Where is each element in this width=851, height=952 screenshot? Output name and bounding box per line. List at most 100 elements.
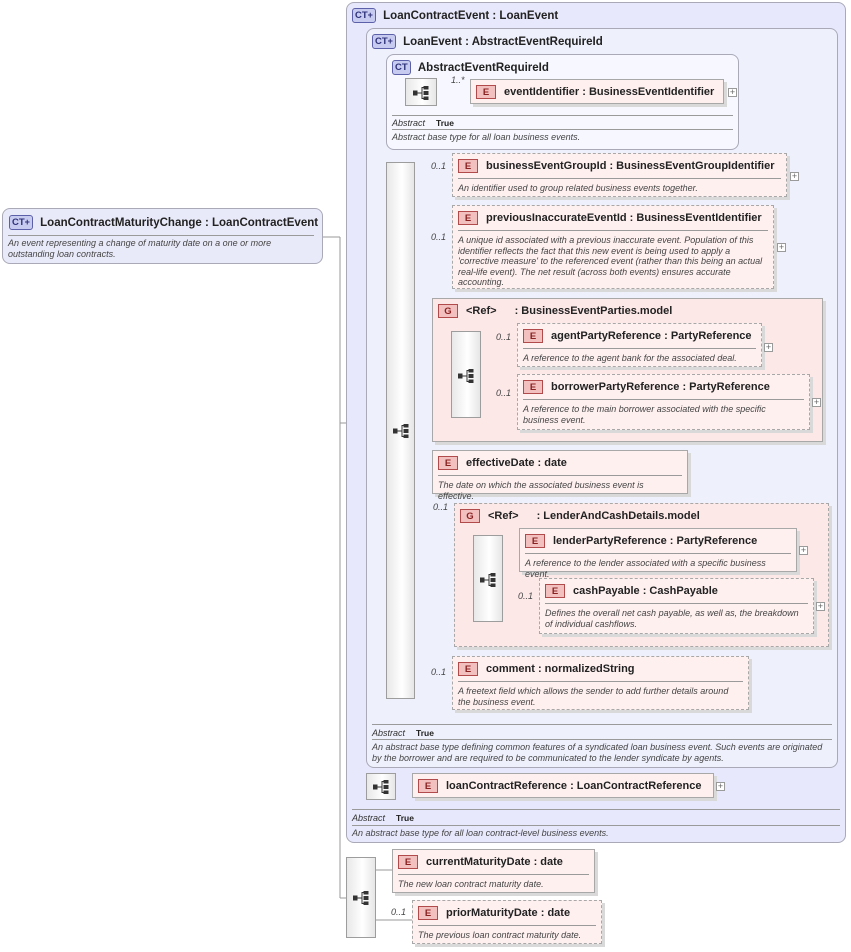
business-event-group-id-multiplicity: 0..1: [431, 161, 447, 171]
expand-agent-party-reference[interactable]: +: [764, 342, 773, 352]
loan-contract-event-divider-1: [352, 809, 840, 810]
sequence-maturity-dates[interactable]: [346, 857, 376, 938]
cash-payable-title: cashPayable : CashPayable: [573, 584, 718, 597]
element-icon: E: [523, 329, 543, 343]
sequence-icon: [373, 780, 389, 794]
sequence-icon: [413, 86, 429, 100]
abstract-event-abstract-label: Abstract: [392, 118, 426, 128]
lender-party-reference-divider: [525, 553, 791, 554]
sequence-business-event-parties[interactable]: [451, 331, 481, 418]
effective-date-title: effectiveDate : date: [466, 456, 567, 469]
expand-borrower-party-reference[interactable]: +: [812, 397, 821, 407]
effective-date-divider: [438, 475, 682, 476]
root-title: LoanContractMaturityChange : LoanContrac…: [40, 216, 319, 229]
abstract-event-title-row: CT AbstractEventRequireId: [392, 60, 549, 75]
loan-event-divider-2: [372, 739, 832, 740]
expand-loan-contract-reference[interactable]: +: [716, 781, 725, 791]
expand-previous-inaccurate-event-id[interactable]: +: [777, 242, 786, 252]
current-maturity-date-divider: [398, 874, 589, 875]
element-icon: E: [438, 456, 458, 470]
loan-event-divider-1: [372, 724, 832, 725]
element-icon: E: [458, 211, 478, 225]
complex-type-icon: CT: [392, 60, 411, 75]
loan-contract-event-abstract-label: Abstract: [352, 813, 386, 823]
abstract-event-title: AbstractEventRequireId: [417, 61, 549, 74]
root-title-row: CT+ LoanContractMaturityChange : LoanCon…: [9, 215, 318, 230]
loan-contract-event-abstract-value: True: [396, 813, 414, 823]
element-icon: E: [523, 380, 543, 394]
borrower-party-reference-title: borrowerPartyReference : PartyReference: [551, 380, 770, 393]
root-type-loan-contract-maturity-change[interactable]: CT+ LoanContractMaturityChange : LoanCon…: [2, 208, 323, 264]
comment-divider: [458, 681, 743, 682]
element-icon: E: [458, 662, 478, 676]
complex-type-icon: CT+: [372, 34, 396, 49]
cash-payable-divider: [545, 603, 808, 604]
expand-event-identifier[interactable]: +: [728, 87, 737, 97]
element-icon: E: [418, 779, 438, 793]
element-icon: E: [545, 584, 565, 598]
expand-cash-payable[interactable]: +: [816, 601, 825, 611]
event-identifier-multiplicity: 1..*: [451, 75, 465, 85]
borrower-party-reference-divider: [523, 399, 804, 400]
prior-maturity-date-multiplicity: 0..1: [391, 907, 407, 917]
sequence-icon: [353, 891, 369, 905]
previous-inaccurate-event-id-title: previousInaccurateEventId : BusinessEven…: [486, 211, 762, 224]
agent-party-reference-multiplicity: 0..1: [496, 332, 512, 342]
sequence-lender-and-cash-details[interactable]: [473, 535, 503, 622]
current-maturity-date-doc: The new loan contract maturity date.: [398, 879, 544, 889]
borrower-party-reference-doc: A reference to the main borrower associa…: [523, 404, 766, 425]
loan-contract-event-doc: An abstract base type for all loan contr…: [352, 828, 609, 838]
sequence-icon: [393, 424, 409, 438]
comment-title: comment : normalizedString: [486, 662, 635, 675]
previous-inaccurate-event-id-divider: [458, 230, 768, 231]
current-maturity-date-title: currentMaturityDate : date: [426, 855, 563, 868]
lender-group-ref: <Ref>: [488, 509, 519, 522]
loan-event-title-row: CT+ LoanEvent : AbstractEventRequireId: [372, 34, 603, 49]
comment-doc: A freetext field which allows the sender…: [458, 686, 729, 707]
sequence-abstract-event[interactable]: [405, 78, 437, 106]
sequence-loan-contract-reference[interactable]: [366, 773, 396, 800]
event-identifier-title: eventIdentifier : BusinessEventIdentifie…: [504, 85, 715, 98]
loan-contract-reference-title: loanContractReference : LoanContractRefe…: [446, 779, 702, 792]
expand-business-event-group-id[interactable]: +: [790, 171, 799, 181]
previous-inaccurate-event-id-multiplicity: 0..1: [431, 232, 447, 242]
element-icon: E: [398, 855, 418, 869]
loan-event-abstract-value: True: [416, 728, 434, 738]
cash-payable-doc: Defines the overall net cash payable, as…: [545, 608, 799, 629]
element-icon: E: [476, 85, 496, 99]
effective-date-doc: The date on which the associated busines…: [438, 480, 644, 501]
loan-event-doc: An abstract base type defining common fe…: [372, 742, 823, 763]
loan-event-abstract-label: Abstract: [372, 728, 406, 738]
lender-party-reference-doc: A reference to the lender associated wit…: [525, 558, 766, 579]
complex-type-icon: CT+: [352, 8, 376, 23]
lender-group-head: G<Ref>: LenderAndCashDetails.model: [460, 509, 700, 523]
parties-group-ref: <Ref>: [466, 304, 497, 317]
agent-party-reference-divider: [523, 348, 756, 349]
expand-lender-party-reference[interactable]: +: [799, 545, 808, 555]
previous-inaccurate-event-id-doc: A unique id associated with a previous i…: [458, 235, 763, 287]
sequence-loan-event-content[interactable]: [386, 162, 415, 699]
element-icon: E: [418, 906, 438, 920]
loan-contract-event-divider-2: [352, 825, 840, 826]
prior-maturity-date-title: priorMaturityDate : date: [446, 906, 571, 919]
element-icon: E: [525, 534, 545, 548]
